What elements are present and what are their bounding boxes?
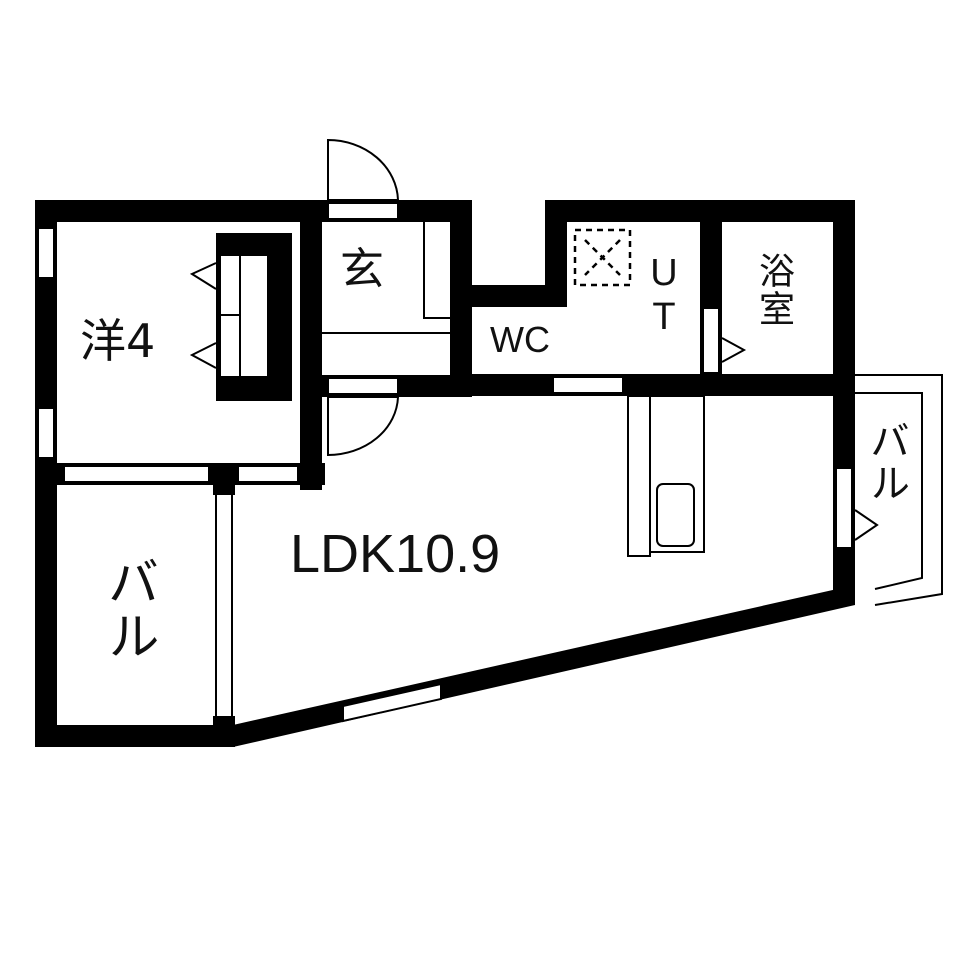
ldk-window (342, 682, 442, 723)
wc-window (552, 376, 624, 394)
bath-door-frame (702, 307, 720, 374)
wall-bottom-west (35, 725, 235, 747)
sink-icon (656, 483, 695, 547)
sliding-door-marker (854, 509, 879, 541)
sliding-door-marker (189, 262, 217, 290)
wall-top-west (35, 200, 325, 222)
room-label-western: 洋4 (80, 314, 156, 368)
sliding-door-marker (721, 337, 747, 363)
room-label-entrance: 玄 (340, 244, 384, 295)
window-west-2 (37, 407, 55, 459)
door-frame-top (327, 202, 399, 220)
wall-ut-left (545, 200, 567, 307)
window-west-room-bottom-1 (63, 465, 210, 483)
room-label-balcony-east: バル (863, 420, 909, 504)
room-label-ldk: LDK10.9 (290, 524, 501, 584)
entrance-details (322, 222, 450, 334)
windows (37, 202, 853, 723)
wall-west-room-right (300, 200, 322, 490)
east-balcony-door (835, 467, 853, 549)
window-west-room-bottom-2 (237, 465, 299, 483)
window-west-1 (37, 227, 55, 279)
wall-wc-bath-bottom (450, 374, 855, 396)
east-balcony-outline (855, 374, 943, 606)
doors (327, 138, 400, 457)
room-label-bathroom: 浴室 (753, 252, 794, 328)
door-frame-bottom (327, 377, 399, 395)
washer-space-icon (573, 228, 632, 287)
west-balcony-outline (39, 485, 235, 728)
wall-diagonal (233, 585, 855, 747)
wall-wc-top (450, 285, 560, 307)
ldk-door-swing-icon (327, 396, 400, 457)
kitchen-counter (627, 395, 705, 557)
front-door-swing-icon (327, 138, 400, 201)
sliding-door-marker (189, 342, 217, 369)
closet (189, 233, 292, 401)
room-label-balcony-west: バル (98, 555, 158, 663)
room-label-ut: UT (643, 252, 685, 340)
room-label-wc: WC (490, 319, 550, 360)
shoe-cabinet (423, 222, 450, 319)
